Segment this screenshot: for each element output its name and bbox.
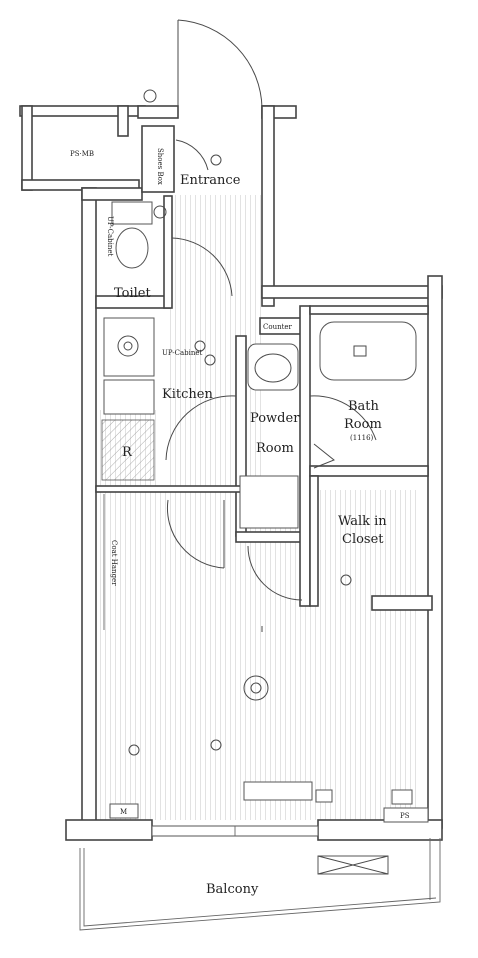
door-swings xyxy=(165,139,377,601)
label-coat-hanger: Coat Hanger xyxy=(110,540,118,586)
interior-walls xyxy=(95,125,429,630)
label-powder-room-2: Room xyxy=(256,441,294,456)
label-counter: Counter xyxy=(263,323,293,331)
label-refrigerator: R xyxy=(122,445,133,460)
entrance-door xyxy=(143,19,263,110)
floor-hatching xyxy=(100,195,420,820)
label-ps: PS xyxy=(400,812,410,820)
fixtures xyxy=(101,154,417,805)
label-kitchen: Kitchen xyxy=(162,387,213,402)
label-powder-room-1: Powder xyxy=(250,411,300,426)
label-ps-mb: PS·MB xyxy=(70,150,94,158)
label-bath-room-3: (1116) xyxy=(350,434,374,442)
label-balcony: Balcony xyxy=(206,882,259,897)
outer-walls xyxy=(19,105,443,841)
label-shoes-box: Shoes Box xyxy=(156,148,164,185)
label-up-cabinet-toilet: UP-Cabinet xyxy=(106,216,114,256)
balcony xyxy=(79,825,441,931)
label-walk-in-closet-1: Walk in xyxy=(338,514,387,529)
label-walk-in-closet-2: Closet xyxy=(342,532,384,547)
label-entrance: Entrance xyxy=(180,173,241,188)
label-bath-room-1: Bath xyxy=(348,399,380,414)
label-bath-room-2: Room xyxy=(344,417,382,432)
label-toilet: Toilet xyxy=(114,286,151,301)
label-meter: M xyxy=(120,808,127,816)
labels: PS·MB Entrance Shoes Box Toilet UP-Cabin… xyxy=(70,148,429,897)
label-up-cabinet-kitchen: UP-Cabinet xyxy=(162,349,202,357)
